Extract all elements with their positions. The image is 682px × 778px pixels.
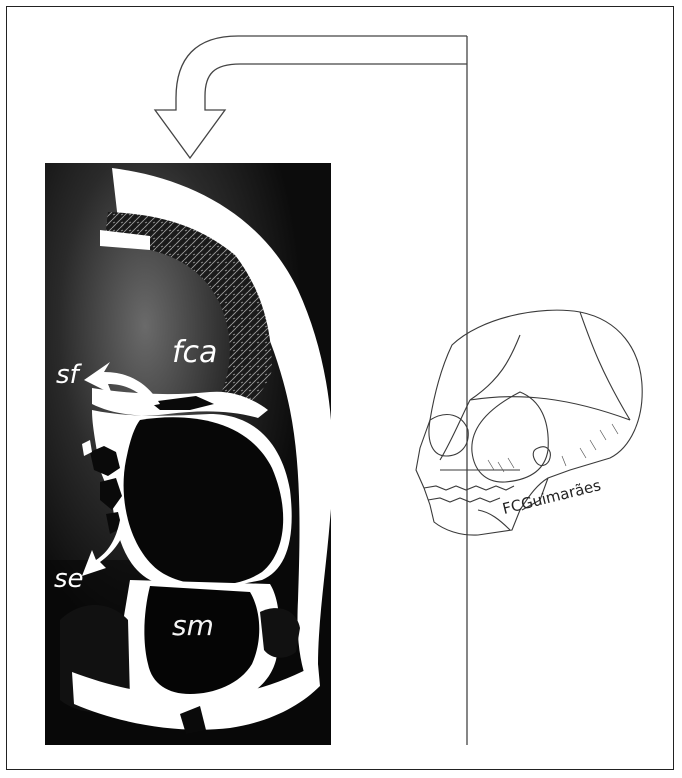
- section-arrow: [155, 36, 467, 158]
- label-sf: sf: [56, 362, 79, 388]
- skull-shading: [488, 424, 618, 472]
- label-sm: sm: [172, 612, 214, 640]
- label-fca: fca: [172, 338, 217, 368]
- label-se: se: [54, 566, 84, 592]
